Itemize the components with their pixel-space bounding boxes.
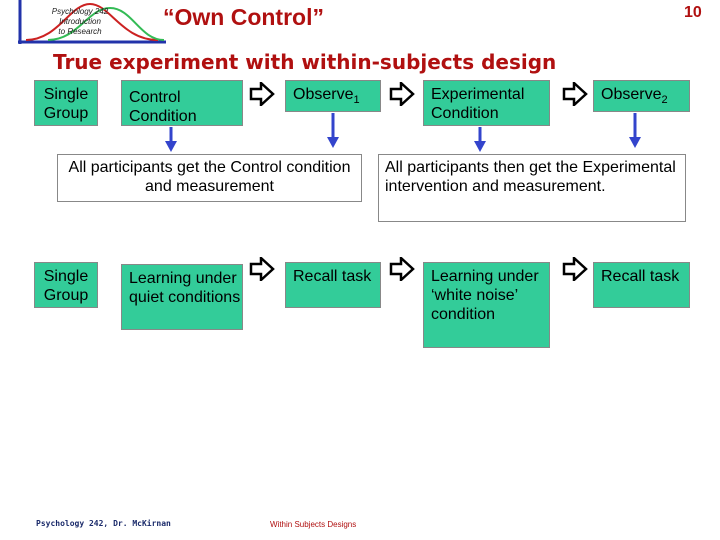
single-group-label: Single Group: [43, 86, 89, 122]
right-arrow-icon: [249, 82, 275, 106]
right-arrow-icon: [389, 257, 415, 281]
control-note-box: All participants get the Control conditi…: [57, 154, 362, 202]
down-arrow-icon: [327, 113, 339, 148]
down-arrow-icon: [629, 113, 641, 148]
learning-white-noise-box: Learning under ‘white noise’ condition: [423, 262, 550, 348]
course-logo: Psychology 242 Introduction to Research: [18, 0, 166, 44]
control-note-text: All participants get the Control conditi…: [68, 159, 351, 195]
recall-task-2-box: Recall task: [593, 262, 690, 308]
observe-2-label: Observe: [601, 86, 662, 103]
experimental-note-box: All participants then get the Experiment…: [378, 154, 686, 222]
right-arrow-icon: [562, 82, 588, 106]
page-number: 10: [684, 4, 702, 21]
experimental-note-text: All participants then get the Experiment…: [385, 159, 676, 195]
observe-1-box: Observe1: [285, 80, 381, 112]
single-group-box-1: Single Group: [34, 80, 98, 126]
learning-quiet-box: Learning under quiet conditions: [121, 264, 243, 330]
single-group-label: Single Group: [43, 268, 89, 304]
learning-quiet-label: Learning under quiet conditions: [129, 270, 241, 306]
slide-title: “Own Control”: [163, 4, 324, 30]
right-arrow-icon: [389, 82, 415, 106]
slide-subtitle: True experiment with within-subjects des…: [53, 50, 557, 74]
logo-text-line1: Psychology 242: [51, 7, 109, 16]
experimental-condition-label: Experimental Condition: [431, 86, 525, 122]
logo-text-line2: Introduction: [59, 17, 101, 26]
control-condition-label: Control Condition: [129, 89, 197, 125]
recall-task-1-box: Recall task: [285, 262, 381, 308]
footer-course-label: Psychology 242, Dr. McKirnan: [36, 519, 171, 528]
down-arrow-icon: [165, 127, 177, 152]
right-arrow-icon: [249, 257, 275, 281]
footer-topic-label: Within Subjects Designs: [270, 520, 357, 529]
bell-curve-logo: [18, 0, 166, 44]
observe-2-subscript: 2: [661, 94, 668, 107]
down-arrow-icon: [474, 127, 486, 152]
observe-1-label: Observe: [293, 86, 354, 103]
logo-text-line3: to Research: [58, 27, 102, 36]
recall-task-1-label: Recall task: [293, 268, 372, 285]
right-arrow-icon: [562, 257, 588, 281]
recall-task-2-label: Recall task: [601, 268, 680, 285]
observe-1-subscript: 1: [353, 94, 360, 107]
control-condition-box: Control Condition: [121, 80, 243, 126]
learning-white-noise-label: Learning under ‘white noise’ condition: [431, 268, 539, 323]
single-group-box-2: Single Group: [34, 262, 98, 308]
experimental-condition-box: Experimental Condition: [423, 80, 550, 126]
observe-2-box: Observe2: [593, 80, 690, 112]
